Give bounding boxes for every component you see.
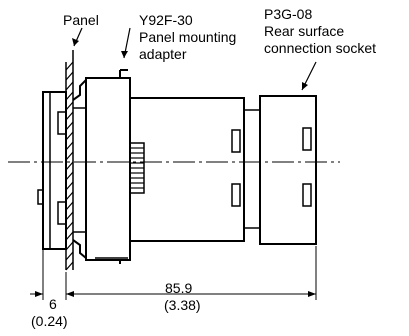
main-body <box>85 69 131 264</box>
dimension-85-9-in-label: (3.38) <box>164 297 201 313</box>
adapter-name-label-line2: adapter <box>139 46 187 62</box>
dimension-6-in-label: (0.24) <box>31 313 68 329</box>
dimension-85-9-mm-label: 85.9 <box>165 280 193 296</box>
socket-name-label-line2: connection socket <box>264 40 377 56</box>
adapter-clip-top <box>72 79 87 109</box>
extension-lines <box>42 246 317 300</box>
ribbed-section <box>129 142 145 194</box>
panel-label: Panel <box>63 12 99 28</box>
socket-name-label-line1: Rear surface <box>264 23 345 39</box>
adapter-clip-bottom <box>72 231 87 259</box>
panel-plate <box>65 50 74 271</box>
rear-socket <box>259 95 317 245</box>
dimension-arrowheads <box>35 38 316 297</box>
socket-model-label: P3G-08 <box>264 6 313 22</box>
rear-case <box>129 97 261 242</box>
front-bezel <box>37 91 67 250</box>
adapter-name-label-line1: Panel mounting <box>139 29 237 45</box>
adapter-model-label: Y92F-30 <box>139 12 193 28</box>
dimension-6-mm-label: 6 <box>49 296 57 312</box>
